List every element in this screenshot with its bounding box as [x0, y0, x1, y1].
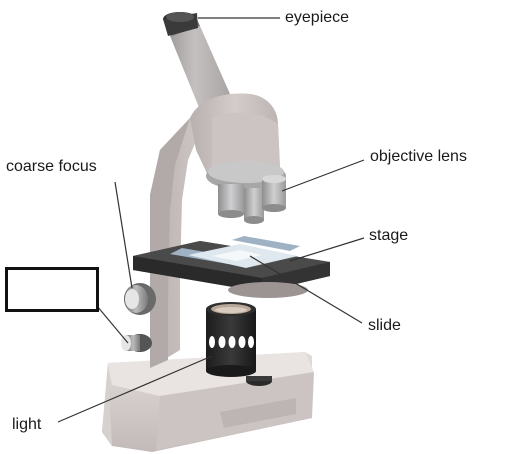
- light-leader: [57, 355, 213, 423]
- coarse-focus-label: coarse focus: [6, 158, 97, 175]
- condenser: [228, 282, 308, 298]
- coarse-focus-knob: [124, 283, 156, 315]
- fine-focus-knob: [121, 334, 152, 352]
- blank-label-box: [5, 267, 99, 312]
- light-label: light: [12, 416, 42, 433]
- microscope-arm: [150, 118, 205, 368]
- objective-lens-leader: [281, 159, 365, 192]
- stage-label: stage: [369, 227, 409, 244]
- slide-leader: [249, 255, 363, 324]
- leader-lines: [57, 17, 365, 423]
- stage-leader: [289, 237, 365, 262]
- eyepiece: [163, 12, 198, 36]
- objective-lens-label: objective lens: [370, 148, 467, 165]
- stage: [133, 236, 330, 292]
- fine-focus-leader: [96, 305, 129, 344]
- objective-lenses: [218, 175, 286, 224]
- lamp-vents: [209, 336, 254, 348]
- slide-label: slide: [368, 317, 401, 334]
- eyepiece-label: eyepiece: [285, 9, 350, 26]
- coarse-focus-leader: [114, 181, 133, 289]
- lamp: [206, 302, 256, 377]
